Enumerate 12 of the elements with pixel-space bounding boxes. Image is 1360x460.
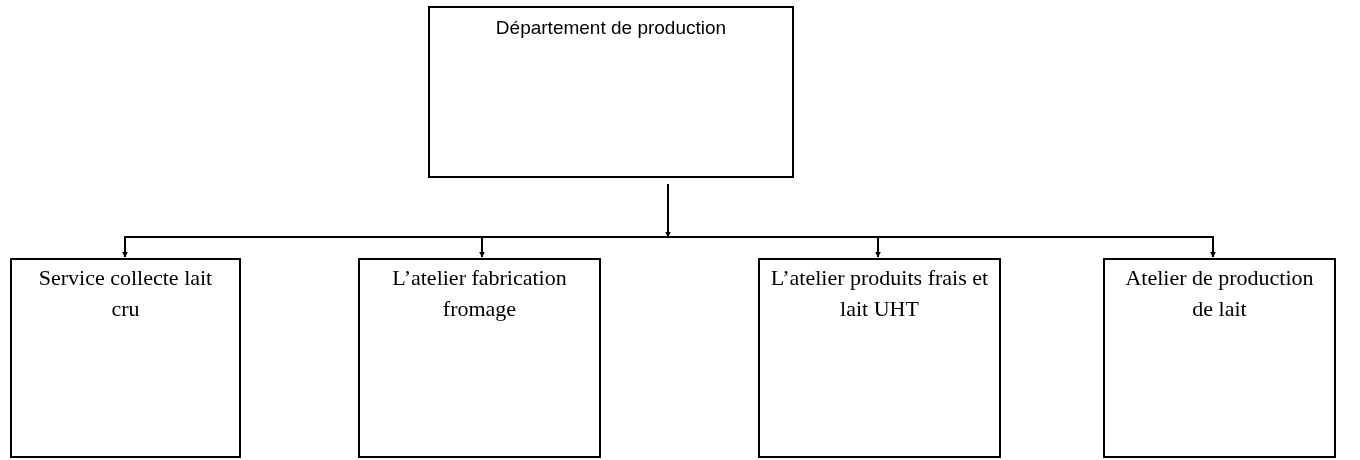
unit-box (358, 258, 601, 458)
arrow (665, 183, 671, 238)
unit-box (10, 258, 241, 458)
arrow (479, 236, 669, 258)
box-label: L’atelier fabrication fromage (391, 264, 568, 324)
unit-box (1103, 258, 1336, 458)
unit-box (758, 258, 1001, 458)
box-label: L’atelier produits frais et lait UHT (769, 264, 990, 324)
box-label: Département de production (494, 16, 728, 40)
box-label: Atelier de production de lait (1124, 264, 1315, 324)
department-box (428, 6, 794, 178)
box-label: Service collecte lait cru (37, 264, 214, 324)
